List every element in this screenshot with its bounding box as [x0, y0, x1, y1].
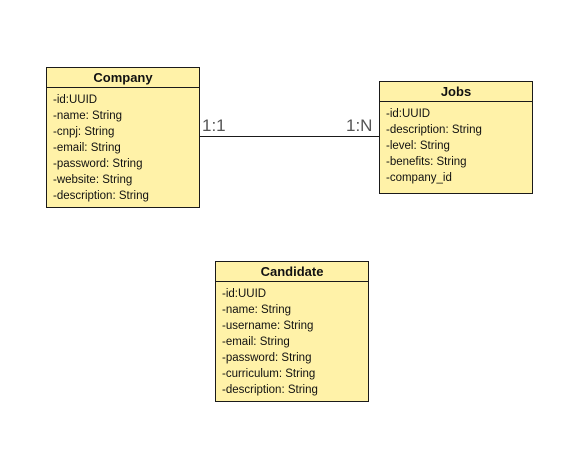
attribute-row: -email: String	[222, 336, 290, 348]
attribute-row: -username: String	[222, 320, 314, 332]
attribute-row: -curriculum: String	[222, 368, 316, 380]
relationship-company-jobs-line[interactable]	[200, 136, 379, 137]
attribute-row: -email: String	[53, 142, 121, 154]
attribute-row: -description: String	[53, 190, 149, 202]
attribute-row: -cnpj: String	[53, 126, 115, 138]
attribute-row: -level: String	[386, 140, 450, 152]
attribute-row: -website: String	[53, 174, 133, 186]
attribute-row: -id:UUID	[386, 108, 431, 120]
multiplicity-jobs-side: 1:N	[346, 116, 373, 135]
entity-company[interactable]: Company -id:UUID -name: String -cnpj: St…	[46, 67, 200, 208]
entity-jobs[interactable]: Jobs -id:UUID -description: String -leve…	[379, 81, 533, 194]
entity-company-attributes: -id:UUID -name: String -cnpj: String -em…	[47, 88, 199, 204]
attribute-row: -company_id	[386, 172, 452, 184]
entity-candidate-attributes: -id:UUID -name: String -username: String…	[216, 282, 368, 398]
attribute-row: -benefits: String	[386, 156, 467, 168]
attribute-row: -id:UUID	[222, 288, 267, 300]
attribute-row: -description: String	[386, 124, 482, 136]
entity-company-title: Company	[47, 68, 199, 88]
multiplicity-company-side: 1:1	[202, 116, 226, 135]
attribute-row: -password: String	[222, 352, 312, 364]
attribute-row: -password: String	[53, 158, 143, 170]
attribute-row: -name: String	[53, 110, 123, 122]
entity-jobs-title: Jobs	[380, 82, 532, 102]
entity-candidate-title: Candidate	[216, 262, 368, 282]
entity-jobs-attributes: -id:UUID -description: String -level: St…	[380, 102, 532, 186]
entity-candidate[interactable]: Candidate -id:UUID -name: String -userna…	[215, 261, 369, 402]
attribute-row: -id:UUID	[53, 94, 98, 106]
attribute-row: -description: String	[222, 384, 318, 396]
attribute-row: -name: String	[222, 304, 292, 316]
